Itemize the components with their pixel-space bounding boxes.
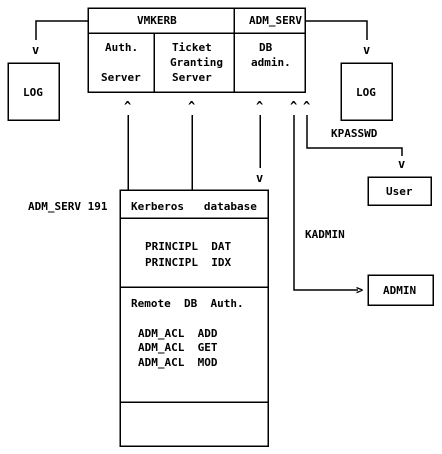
principl-dat: PRINCIPL DAT: [145, 240, 231, 253]
log-left-label: LOG: [23, 86, 43, 99]
log-right-arrow: v: [363, 43, 370, 57]
database-box-outline: [119, 189, 269, 447]
adm-serv-title: ADM_SERV: [249, 14, 302, 27]
admin-label: ADMIN: [383, 284, 416, 297]
kpasswd-label: KPASSWD: [331, 127, 378, 140]
user-down-arrow: v: [398, 157, 405, 171]
auth-server-label-2: Server: [101, 71, 141, 84]
top-box-outline: [87, 7, 306, 93]
user-box: [367, 176, 432, 206]
db-admin-down-arrow: v: [256, 171, 263, 185]
kadmin-up-arrow: ^: [290, 99, 297, 113]
kpasswd-connector: [306, 115, 403, 156]
log-left-arrow: v: [32, 43, 39, 57]
log-left-box: [7, 62, 60, 121]
db-admin-label-1: DB: [259, 41, 273, 54]
tgs-label-1: Ticket: [172, 41, 212, 54]
kadmin-connector: [293, 115, 358, 291]
db-admin-up-arrow: ^: [256, 99, 263, 113]
db-admin-label-2: admin.: [251, 56, 291, 69]
kerberos-database-box: Kerberos database PRINCIPL DAT PRINCIPL …: [119, 189, 269, 447]
kpasswd-up-arrow: ^: [303, 99, 310, 113]
log-right-label: LOG: [356, 86, 376, 99]
log-right-box: [340, 62, 393, 121]
tgs-label-2: Granting: [170, 56, 223, 69]
tgs-label-3: Server: [172, 71, 212, 84]
database-header: Kerberos database: [131, 200, 257, 213]
auth-server-label-1: Auth.: [105, 41, 138, 54]
user-label: User: [386, 185, 413, 198]
adm-acl-mod: ADM_ACL MOD: [138, 356, 218, 369]
log-left-connector: [35, 20, 88, 40]
principl-idx: PRINCIPL IDX: [145, 256, 231, 269]
vmkerb-title: VMKERB: [137, 14, 177, 27]
adm-acl-add: ADM_ACL ADD: [138, 327, 218, 340]
log-left-group: v LOG: [7, 20, 88, 121]
auth-up-arrow: ^: [124, 99, 131, 113]
log-right-group: v LOG: [305, 20, 393, 121]
log-right-connector: [305, 20, 368, 40]
adm-acl-get: ADM_ACL GET: [138, 341, 218, 354]
admin-right-arrow: >: [356, 283, 363, 297]
kadmin-label: KADMIN: [305, 228, 345, 241]
remote-db-auth: Remote DB Auth.: [131, 297, 244, 310]
admin-box: [367, 274, 434, 306]
tgs-up-arrow: ^: [188, 99, 195, 113]
adm-serv-191-label: ADM_SERV 191: [28, 200, 108, 213]
top-server-box: VMKERB ADM_SERV Auth. Server Ticket Gran…: [87, 7, 306, 93]
